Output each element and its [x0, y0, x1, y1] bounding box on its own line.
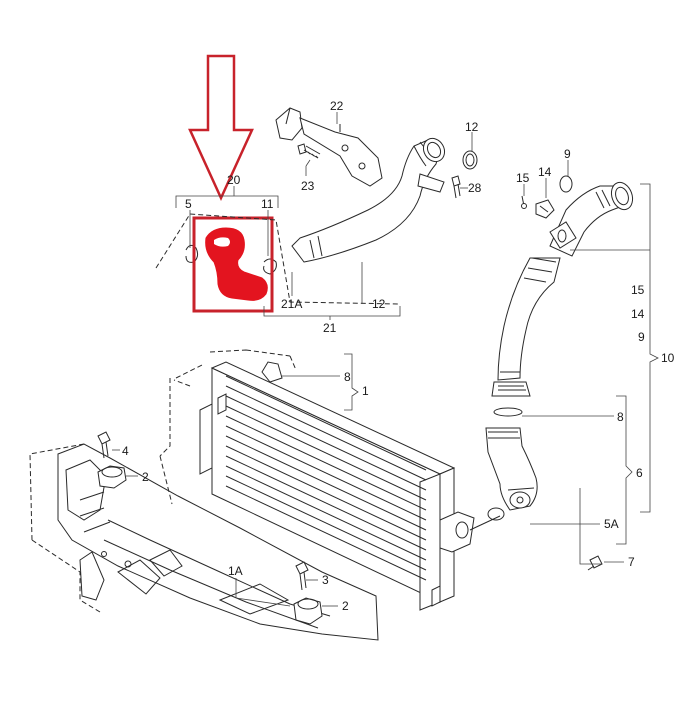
callout-20: 20 [227, 173, 241, 187]
callout-2-left: 2 [142, 470, 149, 484]
charge-pipe-12 [291, 137, 446, 263]
bolt-23 [297, 143, 321, 159]
callout-21a: 21A [281, 297, 302, 311]
intake-hose-20 [205, 227, 268, 301]
callout-9-right: 9 [638, 330, 645, 344]
callout-22: 22 [330, 99, 344, 113]
intercooler-1 [199, 361, 501, 611]
highlight-arrow [188, 54, 254, 202]
pipe-14-long [497, 221, 577, 381]
mount-2-left [97, 465, 127, 489]
callout-28: 28 [468, 181, 482, 195]
oring-12 [462, 150, 478, 170]
hose-6 [485, 427, 538, 511]
callout-12-mid: 12 [372, 297, 386, 311]
bumper-carrier-1a [57, 443, 379, 641]
callout-1a: 1A [228, 564, 243, 578]
bracket-22 [275, 107, 383, 187]
callout-10: 10 [661, 351, 675, 365]
callout-3: 3 [322, 573, 329, 587]
highlight-box [192, 216, 274, 313]
callout-12-top: 12 [465, 120, 479, 134]
coupling-9 [491, 381, 531, 397]
sensor-14 [535, 199, 555, 219]
clip-11 [263, 258, 277, 275]
callout-5a: 5A [604, 517, 619, 531]
callout-11: 11 [261, 197, 274, 211]
callout-6: 6 [636, 466, 643, 480]
bolt-7 [587, 555, 603, 571]
damper-8 [261, 361, 283, 383]
callout-15-right: 15 [631, 283, 645, 297]
callout-8-left: 8 [344, 370, 351, 384]
callout-14-right: 14 [631, 307, 645, 321]
intercooler-dashed-outline [159, 349, 297, 505]
carrier-dashed-outline [29, 443, 101, 613]
oring-9 [559, 175, 573, 193]
oring-8 [493, 407, 523, 417]
callout-5: 5 [185, 197, 192, 211]
callout-14-top: 14 [538, 165, 552, 179]
callout-4: 4 [122, 444, 129, 458]
bolt-3 [295, 561, 309, 591]
bolt-4 [97, 431, 111, 459]
callout-8-right: 8 [617, 410, 624, 424]
bolt-15 [521, 195, 527, 209]
callout-2-lower: 2 [342, 599, 349, 613]
bolt-28 [451, 175, 461, 199]
callout-15-top: 15 [516, 171, 530, 185]
clip-5 [185, 244, 199, 263]
callout-21: 21 [323, 321, 337, 335]
mount-2-lower [293, 597, 323, 625]
oring-5a [487, 507, 505, 521]
callout-9-top: 9 [564, 147, 571, 161]
callout-7: 7 [628, 555, 635, 569]
callout-1: 1 [362, 384, 369, 398]
pipe-group-dashed-outline [155, 213, 401, 305]
flange-5a [509, 491, 531, 509]
callout-23: 23 [301, 179, 315, 193]
